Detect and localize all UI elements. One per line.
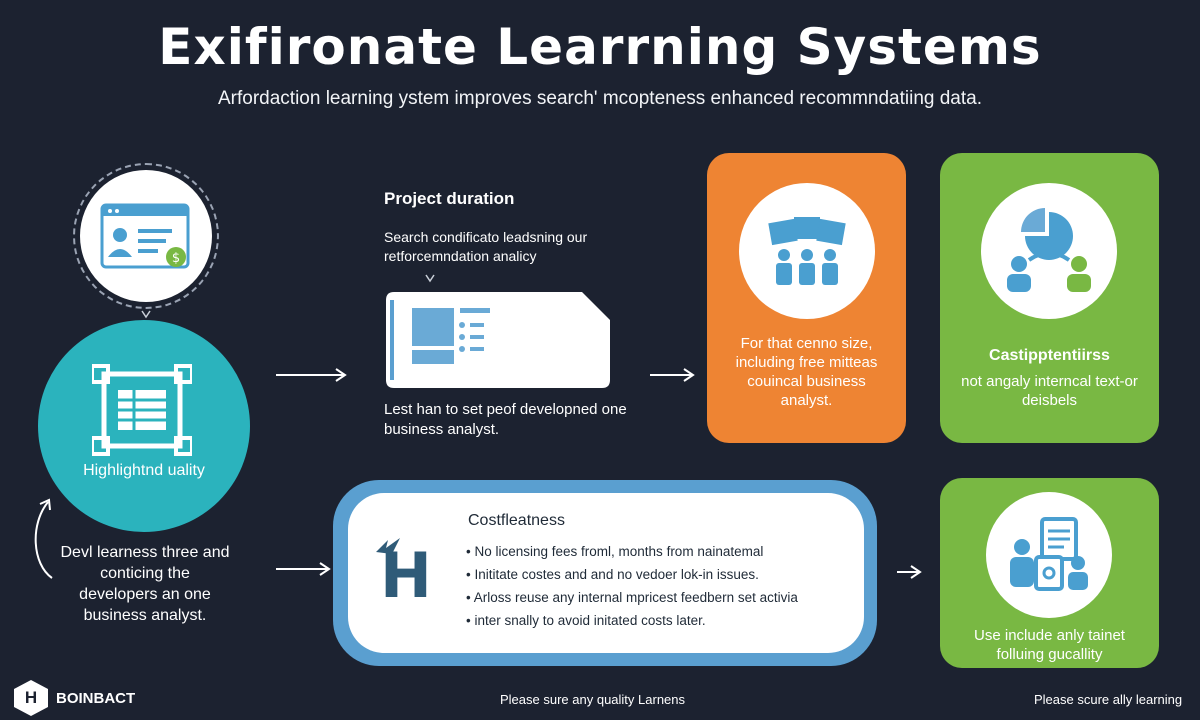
project-duration-footer: Lest han to set peof developned one busi… — [384, 401, 627, 438]
documents-icon-circle — [986, 492, 1112, 618]
analytics-people-icon — [1007, 208, 1091, 292]
small-down-arrow — [141, 310, 151, 319]
brand-name: BOINBACT — [56, 689, 136, 707]
page-title: Exifironate Learrning Systems — [158, 18, 1042, 76]
h-logo-icon: H — [380, 539, 432, 612]
list-item: No licensing fees froml, months from nai… — [466, 540, 856, 563]
list-item: inter snally to avoid initated costs lat… — [466, 609, 856, 632]
curved-up-arrow — [34, 498, 53, 579]
analytics-icon-circle — [981, 183, 1117, 319]
hexagon-logo-icon: H — [14, 680, 48, 716]
project-duration-title: Project duration — [384, 189, 515, 208]
costfleatness-list: No licensing fees froml, months from nai… — [466, 540, 856, 632]
costfleatness-title: Costfleatness — [468, 512, 565, 529]
team-icon-circle — [739, 183, 875, 319]
footer-right-text: Please scure ally learning — [1034, 692, 1183, 707]
small-down-arrow-2 — [425, 274, 435, 283]
footer-center-text: Please sure any quality Larnens — [500, 692, 686, 707]
framework-grid-icon — [92, 364, 192, 456]
teal-circle-label: Highlightnd uality — [83, 462, 205, 479]
project-duration-description: Search condificato leadsning our retforc… — [384, 229, 588, 264]
h-logo-accent-icon — [376, 538, 400, 554]
arrow-right-4 — [897, 565, 922, 579]
profile-card-icon: $ — [100, 203, 190, 269]
arrow-right-2 — [650, 368, 695, 382]
list-item: Arloss reuse any internal mpricest feedb… — [466, 586, 856, 609]
svg-text:$: $ — [172, 251, 180, 266]
brand-logo: H BOINBACT — [14, 680, 135, 716]
green-card-top-title: Castipptentiirss — [989, 347, 1110, 364]
left-description: Devl learness three and conticing the de… — [60, 544, 230, 624]
profile-card-icon-circle: $ — [80, 170, 212, 302]
green-card-bottom-text: Use include anly tainet folluing gucalli… — [974, 627, 1125, 663]
team-icon — [768, 217, 846, 285]
document-card-icon — [386, 292, 610, 388]
orange-card-text: For that cenno size, including free mitt… — [735, 335, 878, 409]
green-card-top-text: not angaly interncal text-or deisbels — [961, 373, 1138, 409]
arrow-right-1 — [276, 368, 347, 382]
dashed-ring — [73, 163, 219, 309]
arrow-right-3 — [276, 562, 331, 576]
page-subtitle: Arfordaction learning ystem improves sea… — [217, 88, 983, 109]
documents-people-icon — [1010, 517, 1088, 591]
list-item: Inititate costes and and no vedoer lok-i… — [466, 563, 856, 586]
